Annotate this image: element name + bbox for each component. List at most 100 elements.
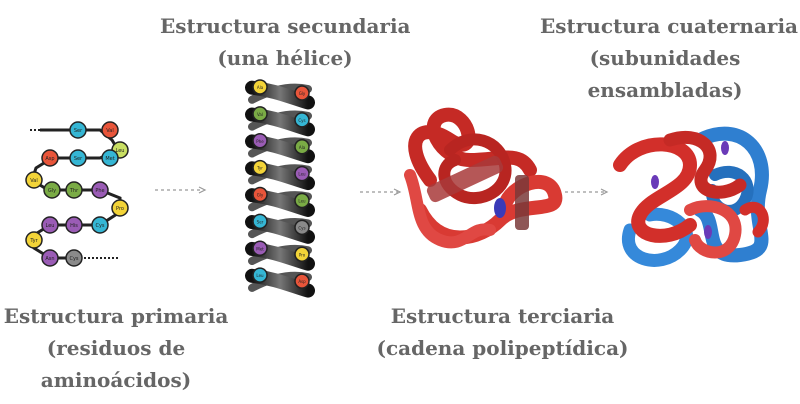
primary-residue: Met (101, 149, 119, 167)
tertiary-loop-4 (404, 169, 496, 249)
helix-residue: Gly (252, 186, 268, 203)
primary-residue-label: Phe (95, 188, 104, 194)
primary-residue-label: Ser (74, 128, 83, 134)
primary-residue-circle (41, 149, 59, 167)
helix-residue-circle (294, 273, 310, 289)
helix-residue: Ser (252, 213, 268, 230)
quaternary-red-subunit-1 (613, 137, 698, 243)
helix-residue: Leu (252, 267, 268, 283)
label-quaternary-structure: Estructura cuaternaria (subunidades ensa… (540, 10, 799, 106)
primary-residue-label: Leu (46, 223, 55, 229)
helix-residue: Tyr (252, 159, 268, 176)
primary-residue: Ser (69, 149, 87, 167)
tertiary-loop-1 (408, 107, 537, 187)
label-primary-line-1: Estructura primaria (3, 304, 229, 328)
primary-residue-circle (25, 171, 43, 189)
primary-residue-circle (69, 121, 87, 139)
helix-residue: Asp (294, 273, 310, 289)
helix-residue-circle (294, 192, 310, 209)
helix-residue: Val (252, 106, 268, 122)
helix-residue: Ala (252, 79, 268, 95)
quaternary-red-subunit-2 (663, 130, 747, 199)
quaternary-helix-marker-2 (721, 141, 729, 155)
tertiary-helix-segment-2 (515, 175, 529, 230)
arrow-tertiary-to-quaternary (565, 188, 609, 196)
primary-residue: Val (25, 171, 43, 189)
quaternary-red-subunit-3 (684, 200, 742, 259)
primary-residue: Val (101, 121, 119, 139)
primary-residue-circle (41, 216, 59, 234)
primary-residue-label: Gly (48, 188, 56, 194)
helix-residue-label: Val (257, 112, 263, 117)
quaternary-red-subunit-4 (739, 202, 769, 238)
primary-residue-label: Thr (69, 188, 79, 194)
helix-residue-circle (252, 79, 268, 95)
primary-residue-circle (91, 216, 109, 234)
primary-residue: Phe (91, 181, 109, 199)
primary-residue-label: Asp (45, 156, 54, 162)
primary-residue-label: Pro (116, 206, 124, 212)
helix-residue-circle (294, 139, 310, 155)
label-primary-line-3: aminoácidos) (40, 368, 192, 392)
primary-residue: Cys (91, 216, 109, 234)
helix-residue-label: Gly (257, 193, 264, 198)
helix-residue-circle (252, 213, 268, 230)
primary-residue-circle (65, 216, 83, 234)
primary-residue-label: Val (30, 178, 38, 184)
helix-residue-label: Leu (298, 199, 306, 204)
helix-residue-label: Asp (298, 279, 306, 284)
label-tertiary-structure: Estructura terciaria (cadena polipeptídi… (375, 300, 630, 364)
helix-residue-circle (294, 112, 310, 128)
tertiary-helix-end (494, 198, 506, 218)
label-primary-line-2: (residuos de (46, 336, 186, 360)
helix-residue-label: Ser (257, 219, 264, 224)
primary-residue-circle (65, 249, 83, 267)
primary-residue-label: His (70, 223, 78, 229)
helix-residue-label: Ala (257, 85, 264, 90)
helix-residue-label: Cys (298, 118, 305, 123)
helix-residue: Ala (294, 139, 310, 155)
label-secondary-line-2: (una hélice) (217, 46, 353, 70)
label-quaternary-line-3: ensambladas) (587, 78, 743, 102)
helix-residue-label: Leu (298, 172, 306, 177)
quaternary-blue-subunit-2 (621, 207, 693, 267)
primary-residue-circle (91, 181, 109, 199)
helix-residue: Leu (294, 165, 310, 182)
quaternary-helix-marker-1 (651, 175, 659, 189)
helix-residue-circle (252, 133, 268, 149)
helix-residue: Phe (252, 133, 268, 149)
helix-residue-circle (294, 246, 310, 262)
helix-residue: Gly (294, 85, 310, 101)
primary-residue-label: Met (105, 156, 114, 162)
primary-residue: Gly (43, 181, 61, 199)
helix-residue-label: Tyr (256, 166, 263, 171)
label-quaternary-line-1: Estructura cuaternaria (540, 14, 799, 38)
primary-residue-circle (101, 149, 119, 167)
primary-residue-label: Val (106, 128, 114, 134)
helix-residue-circle (252, 186, 268, 203)
tertiary-structure (404, 107, 563, 249)
helix-residue-circle (252, 159, 268, 176)
primary-residue-circle (43, 181, 61, 199)
helix-residue-label: Pro (299, 252, 306, 257)
arrow-secondary-to-tertiary (360, 188, 402, 196)
label-primary-structure: Estructura primaria (residuos de aminoác… (0, 300, 232, 396)
label-secondary-structure: Estructura secundaria (una hélice) (160, 10, 411, 74)
primary-residue: Asp (41, 149, 59, 167)
primary-residue-label: Tyr (29, 238, 38, 244)
primary-residue-circle (41, 249, 59, 267)
helix-residue-circle (294, 85, 310, 101)
quaternary-structure (613, 126, 769, 267)
primary-residue-circle (101, 121, 119, 139)
helix-residue-label: Leu (256, 273, 264, 278)
helix-residue-circle (252, 240, 268, 256)
helix-residue-circle (252, 267, 268, 283)
helix-residue: Pro (294, 246, 310, 262)
helix-residue-label: Ala (299, 145, 306, 150)
primary-residue: Cys (65, 249, 83, 267)
tertiary-helix-segment-1 (426, 155, 504, 203)
primary-residue-circle (65, 181, 83, 199)
quaternary-helix-marker-3 (704, 225, 712, 239)
helix-residue-label: Met (256, 246, 264, 251)
primary-residue: Thr (65, 181, 83, 199)
